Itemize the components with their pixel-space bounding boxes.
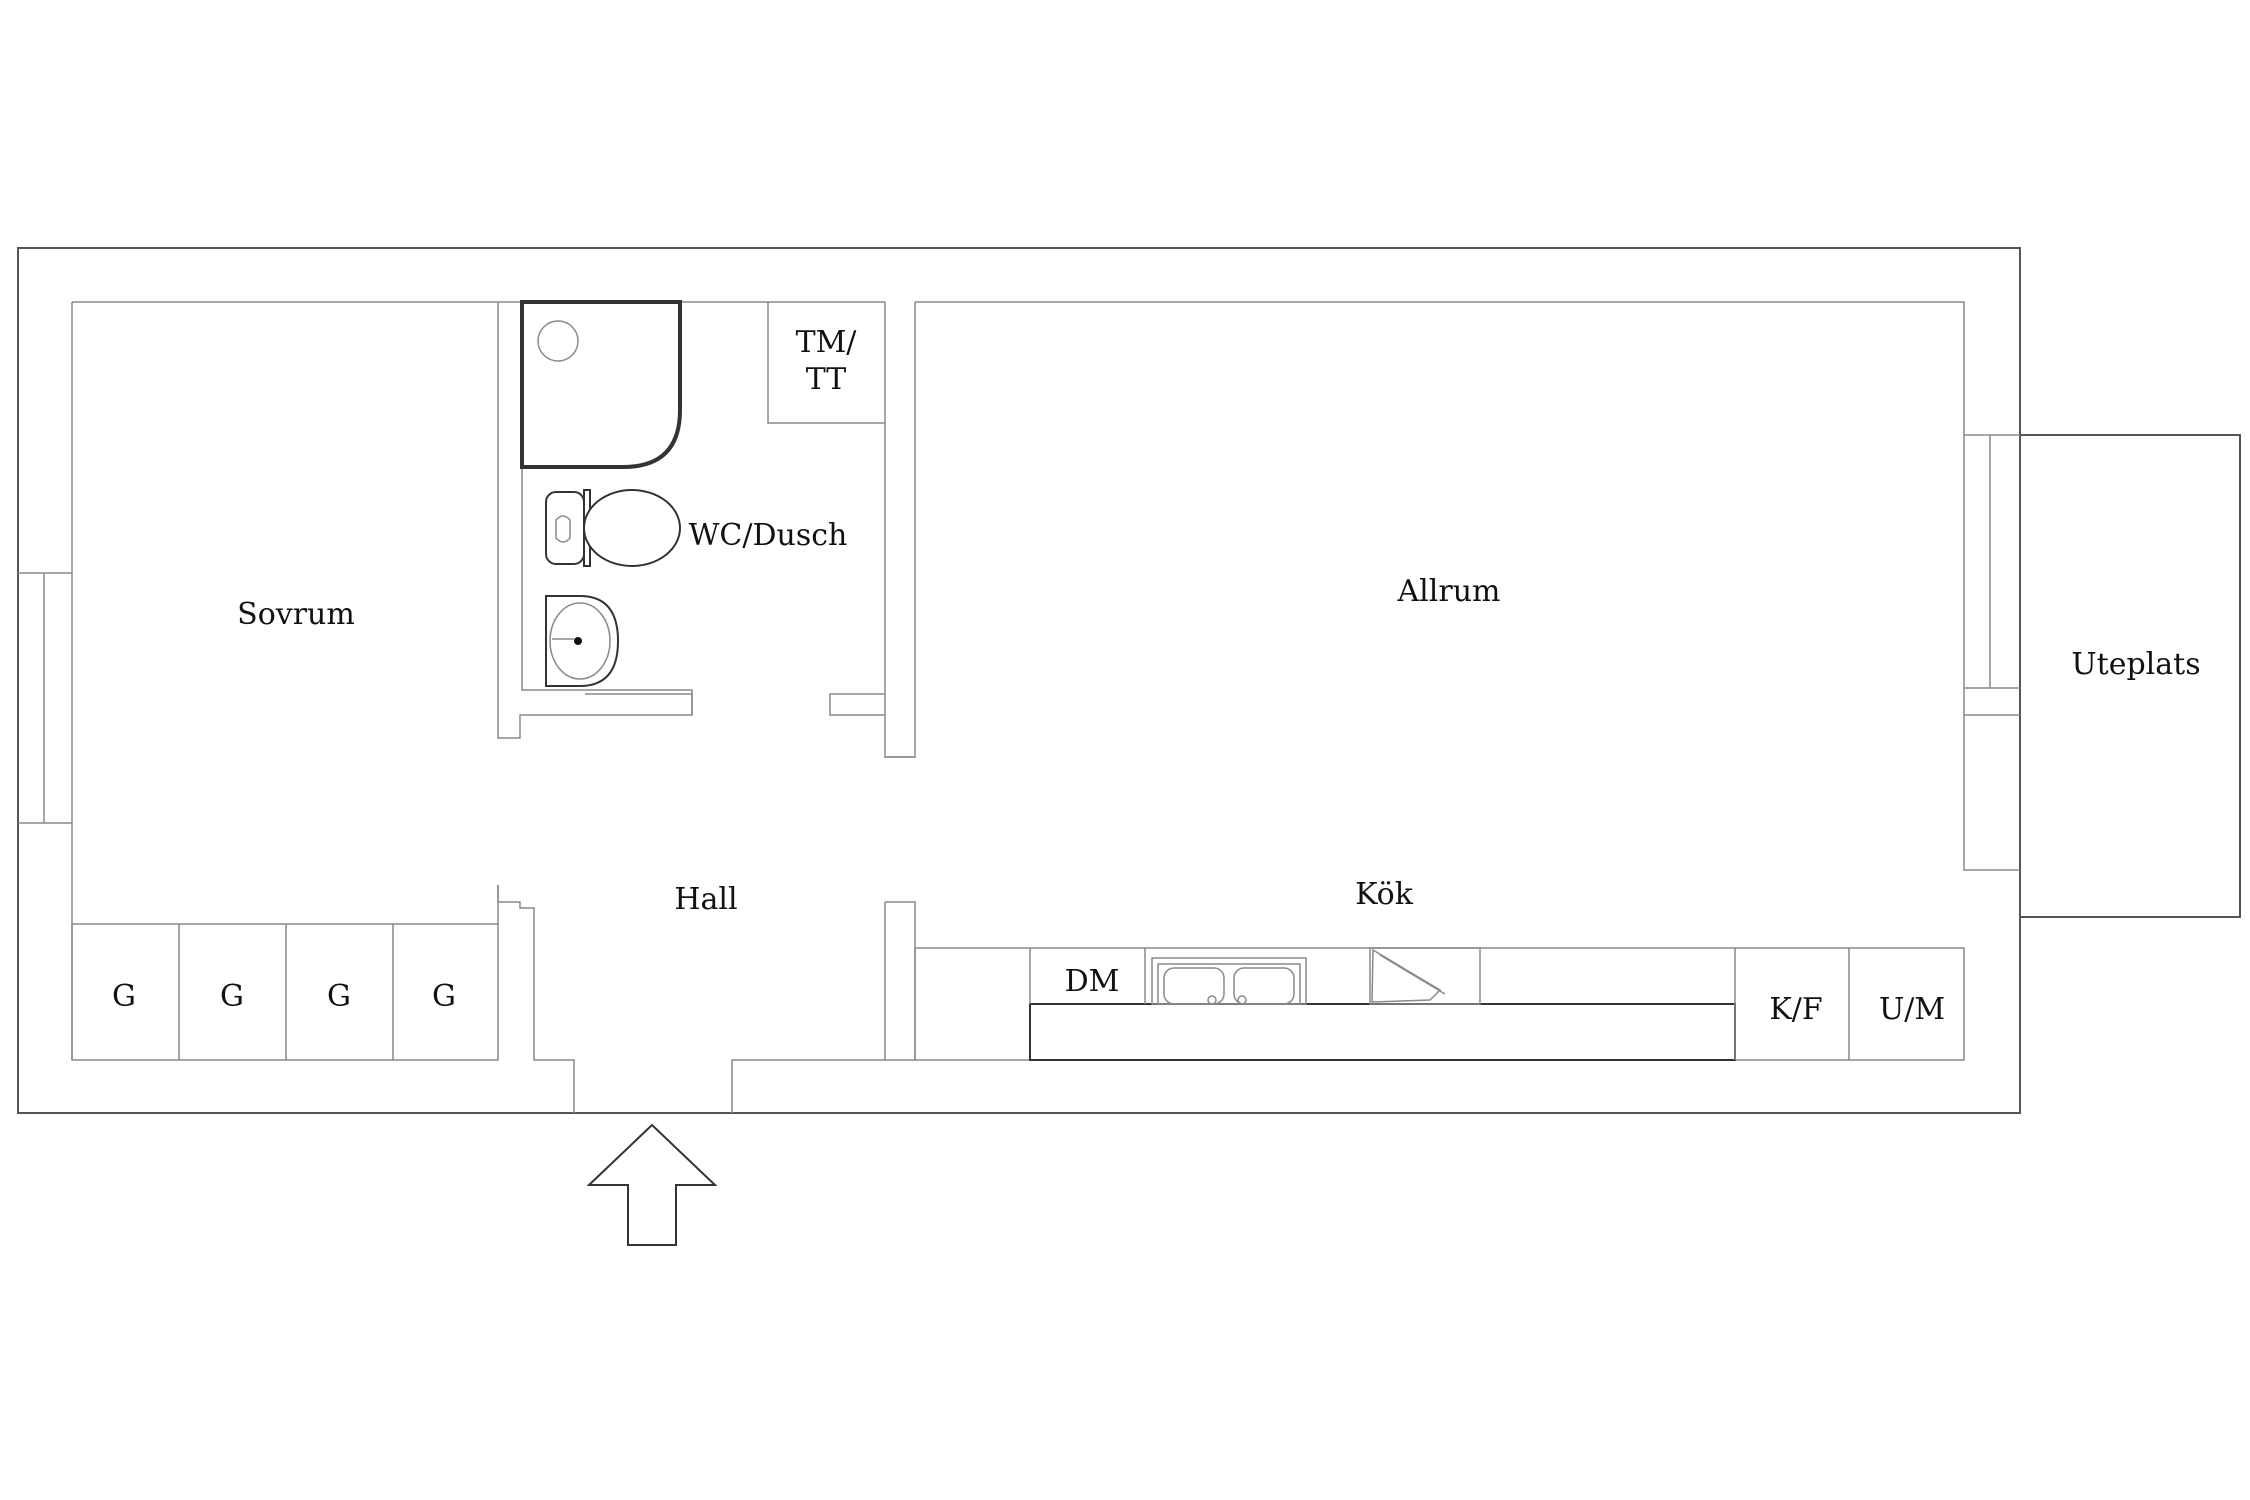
- oven-microwave-label: U/M: [1879, 992, 1945, 1027]
- room-label-wc-dusch: WC/Dusch: [689, 518, 848, 553]
- kitchen-counter: [914, 947, 1965, 1061]
- wardrobe-label: G: [327, 979, 351, 1014]
- toilet-icon: [545, 489, 681, 567]
- living-room-wall: [915, 301, 2020, 871]
- room-label-tm-tt-1: TM/: [796, 325, 858, 360]
- entrance-arrow-icon: [586, 1123, 718, 1246]
- room-label-tm-tt-2: TT: [806, 362, 847, 397]
- stove-icon: [1369, 947, 1481, 1005]
- wardrobe-label: G: [220, 979, 244, 1014]
- dishwasher-label: DM: [1065, 964, 1120, 999]
- kitchen-sink-icon: [1151, 957, 1307, 1005]
- room-label-allrum: Allrum: [1397, 574, 1501, 609]
- room-label-hall: Hall: [674, 882, 737, 917]
- left-window: [18, 572, 72, 824]
- wardrobe-row: [71, 885, 499, 1061]
- shower-tray: [520, 300, 682, 469]
- wardrobe-label: G: [112, 979, 136, 1014]
- right-window: [1963, 434, 2020, 716]
- sink-icon: [545, 595, 620, 687]
- fridge-freezer-label: K/F: [1769, 992, 1822, 1027]
- hall-wall-right: [731, 901, 916, 1113]
- outer-wall: [17, 247, 2021, 1114]
- wardrobe-label: G: [432, 979, 456, 1014]
- bathroom-door-jamb: [829, 693, 885, 716]
- room-label-sovrum: Sovrum: [237, 597, 355, 632]
- shower-drain-icon: [537, 320, 579, 362]
- hall-wall-left: [497, 885, 575, 1113]
- patio-outline: [2019, 434, 2241, 918]
- room-label-uteplats: Uteplats: [2071, 647, 2200, 682]
- laundry-closet: [767, 302, 885, 424]
- room-label-kok: Kök: [1355, 877, 1414, 912]
